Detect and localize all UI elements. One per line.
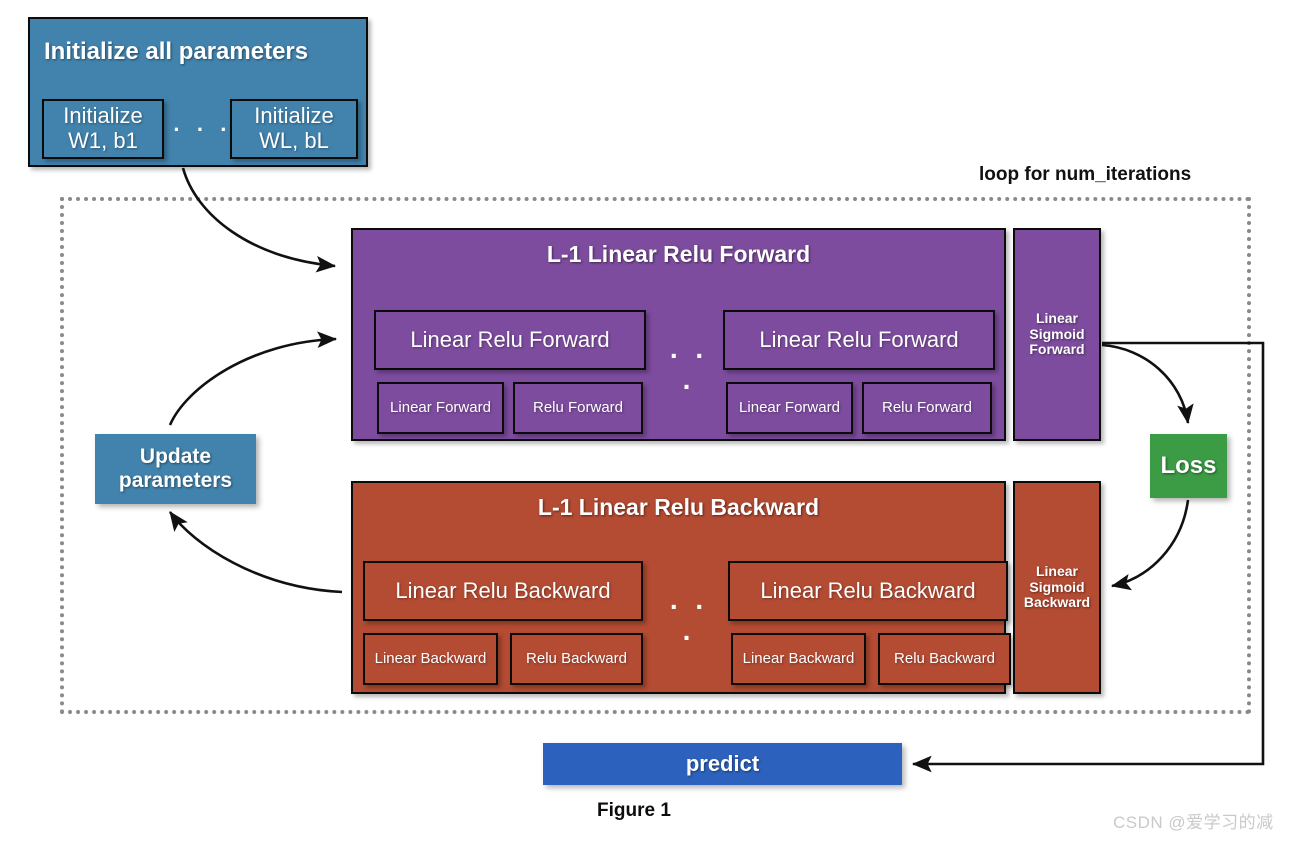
backward-ellipsis: . . . (669, 583, 709, 646)
relu-forward-2: Relu Forward (862, 382, 992, 434)
linear-sigmoid-forward-block: Linear Sigmoid Forward (1013, 228, 1101, 441)
linear-relu-forward-label-1: Linear Relu Forward (410, 326, 610, 352)
linear-forward-1: Linear Forward (377, 382, 504, 434)
initialize-w1-b1-line1: Initialize (63, 103, 143, 129)
linear-backward-label-2: Linear Backward (742, 649, 855, 667)
figure-caption: Figure 1 (597, 800, 671, 821)
relu-forward-label-1: Relu Forward (532, 398, 624, 416)
relu-backward-label-1: Relu Backward (526, 649, 627, 667)
linear-sigmoid-backward-block: Linear Sigmoid Backward (1013, 481, 1101, 694)
linear-relu-forward-group-2: Linear Relu Forward (723, 310, 995, 370)
initialize-wl-bl-line2: WL, bL (259, 128, 329, 153)
update-parameters-line1: Update (139, 445, 212, 469)
linear-relu-forward-group-1: Linear Relu Forward (374, 310, 646, 370)
linear-sigmoid-forward-line3: Forward (1029, 341, 1085, 358)
csdn-watermark: CSDN @爱学习的减 (1113, 813, 1274, 832)
linear-relu-forward-label-2: Linear Relu Forward (759, 326, 959, 352)
linear-forward-label-2: Linear Forward (739, 398, 840, 416)
loss-block: Loss (1150, 434, 1227, 498)
predict-label: predict (685, 750, 760, 776)
forward-title: L-1 Linear Relu Forward (546, 241, 811, 267)
linear-forward-2: Linear Forward (726, 382, 853, 434)
initialize-ellipsis: · · · (173, 116, 233, 142)
linear-backward-2: Linear Backward (731, 633, 866, 685)
backward-propagation-block: L-1 Linear Relu Backward Linear Relu Bac… (351, 481, 1011, 694)
initialize-wl-bl-block: Initialize WL, bL (230, 99, 358, 159)
relu-backward-label-2: Relu Backward (894, 649, 995, 667)
linear-sigmoid-forward-line1: Linear (1035, 309, 1078, 326)
linear-sigmoid-backward-line2: Sigmoid (1029, 578, 1085, 595)
initialize-w1-b1-line2: W1, b1 (68, 128, 138, 153)
initialize-all-parameters-block: Initialize all parameters Initialize W1,… (28, 17, 368, 167)
linear-relu-backward-label-2: Linear Relu Backward (760, 577, 976, 603)
linear-sigmoid-forward-line2: Sigmoid (1029, 325, 1085, 342)
initialize-wl-bl-line1: Initialize (254, 103, 334, 129)
predict-block: predict (543, 743, 902, 785)
relu-backward-2: Relu Backward (878, 633, 1011, 685)
forward-ellipsis: . . . (669, 332, 709, 395)
linear-relu-backward-group-2: Linear Relu Backward (728, 561, 1008, 621)
backward-title: L-1 Linear Relu Backward (537, 494, 820, 520)
relu-backward-1: Relu Backward (510, 633, 643, 685)
linear-sigmoid-backward-line1: Linear (1035, 562, 1078, 579)
initialize-all-parameters-title: Initialize all parameters (44, 38, 309, 65)
linear-relu-backward-label-1: Linear Relu Backward (395, 577, 611, 603)
loss-label: Loss (1160, 451, 1217, 479)
linear-forward-label-1: Linear Forward (390, 398, 491, 416)
linear-sigmoid-backward-line3: Backward (1023, 594, 1091, 611)
linear-backward-label-1: Linear Backward (374, 649, 487, 667)
linear-relu-backward-group-1: Linear Relu Backward (363, 561, 643, 621)
update-parameters-line2: parameters (118, 469, 233, 492)
update-parameters-block: Update parameters (95, 434, 256, 504)
relu-forward-1: Relu Forward (513, 382, 643, 434)
linear-backward-1: Linear Backward (363, 633, 498, 685)
forward-propagation-block: L-1 Linear Relu Forward Linear Relu Forw… (351, 228, 1006, 441)
initialize-w1-b1-block: Initialize W1, b1 (42, 99, 164, 159)
loop-label: loop for num_iterations (979, 164, 1192, 185)
relu-forward-label-2: Relu Forward (881, 398, 973, 416)
